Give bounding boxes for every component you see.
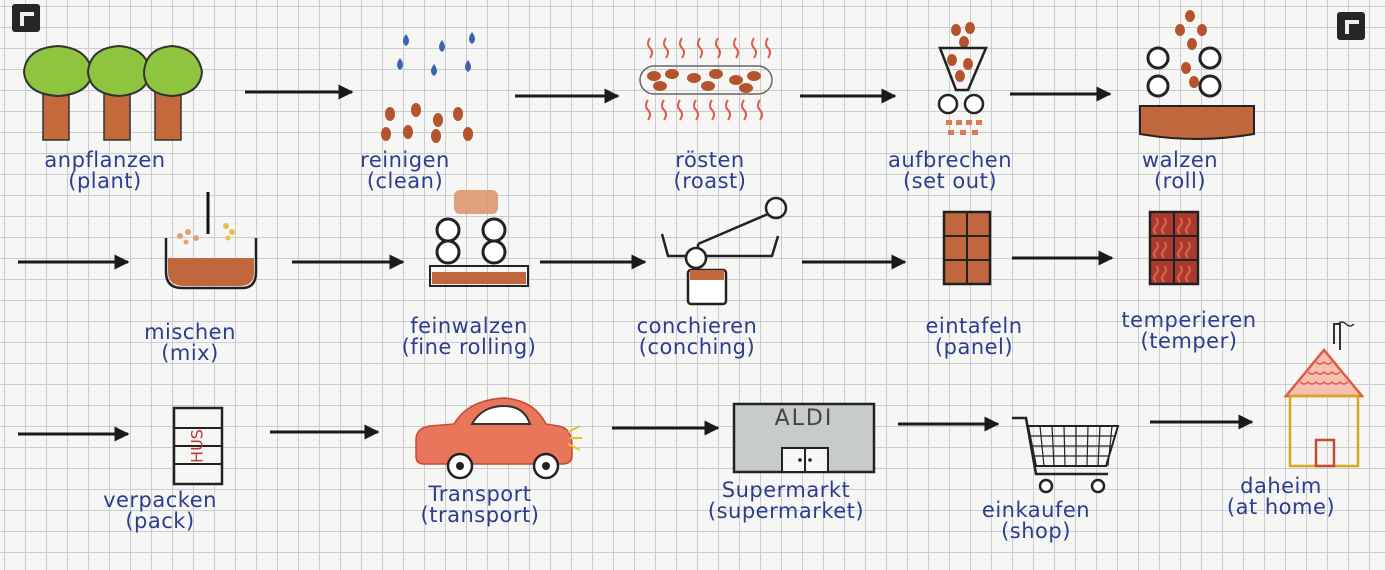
step-label-de: Transport bbox=[428, 482, 532, 506]
corner-marker-top-right bbox=[1337, 12, 1365, 40]
step-caption-panel: eintafeln (panel) bbox=[884, 316, 1064, 358]
step-label-de: rösten bbox=[675, 148, 745, 172]
step-label-en: (shop) bbox=[1001, 519, 1071, 543]
step-caption-transport: Transport (transport) bbox=[380, 484, 580, 526]
packaged-bar-icon: HUS bbox=[172, 406, 224, 486]
roller-icon bbox=[1139, 10, 1255, 140]
step-label-de: reinigen bbox=[360, 148, 450, 172]
step-caption-mix: mischen (mix) bbox=[110, 322, 270, 364]
step-label-de: mischen bbox=[144, 320, 236, 344]
step-label-en: (at home) bbox=[1226, 495, 1336, 519]
step-caption-supermarket: Supermarkt (supermarket) bbox=[676, 480, 896, 522]
tempered-bar-icon bbox=[1148, 210, 1200, 286]
cracker-funnel-icon bbox=[937, 22, 988, 135]
step-caption-roast: rösten (roast) bbox=[640, 150, 780, 192]
step-label-en: (temper) bbox=[1140, 329, 1238, 353]
trees-icon bbox=[22, 44, 204, 141]
step-label-en: (set out) bbox=[902, 169, 998, 193]
step-label-en: (conching) bbox=[638, 335, 756, 359]
step-caption-fine-rolling: feinwalzen (fine rolling) bbox=[364, 316, 574, 358]
step-caption-at-home: daheim (at home) bbox=[1196, 476, 1366, 518]
step-label-de: einkaufen bbox=[981, 498, 1091, 522]
step-caption-shop: einkaufen (shop) bbox=[946, 500, 1126, 542]
step-label-de: verpacken bbox=[103, 488, 217, 512]
step-label-en: (supermarket) bbox=[707, 499, 865, 523]
step-caption-clean: reinigen (clean) bbox=[330, 150, 480, 192]
step-label-de: eintafeln bbox=[925, 314, 1023, 338]
step-label-de: aufbrechen bbox=[887, 148, 1013, 172]
step-label-en: (transport) bbox=[420, 503, 540, 527]
step-label-de: conchieren bbox=[636, 314, 758, 338]
chocolate-bar-icon bbox=[942, 210, 992, 286]
step-label-de: feinwalzen bbox=[410, 314, 528, 338]
step-caption-plant: anpflanzen (plant) bbox=[0, 150, 210, 192]
shopping-cart-icon bbox=[1012, 416, 1120, 494]
supermarket-icon: ALDI bbox=[732, 402, 876, 474]
step-label-de: walzen bbox=[1141, 148, 1219, 172]
step-caption-pack: verpacken (pack) bbox=[60, 490, 260, 532]
step-label-de: Supermarkt bbox=[721, 478, 851, 502]
step-label-en: (fine rolling) bbox=[401, 335, 537, 359]
mixing-bowl-icon bbox=[164, 192, 258, 290]
step-label-en: (panel) bbox=[934, 335, 1014, 359]
step-label-en: (mix) bbox=[161, 341, 219, 365]
house-icon bbox=[1283, 321, 1365, 468]
step-caption-conching: conchieren (conching) bbox=[602, 316, 792, 358]
supermarket-sign: ALDI bbox=[774, 406, 834, 431]
step-caption-roll: walzen (roll) bbox=[1110, 150, 1250, 192]
step-label-en: (plant) bbox=[68, 169, 142, 193]
step-label-de: anpflanzen bbox=[44, 148, 166, 172]
step-caption-set-out: aufbrechen (set out) bbox=[852, 150, 1048, 192]
roasting-tray-icon bbox=[639, 37, 773, 121]
water-drops-beans-icon bbox=[381, 32, 475, 143]
step-label-en: (clean) bbox=[366, 169, 444, 193]
step-caption-temper: temperieren (temper) bbox=[1084, 310, 1294, 352]
conche-machine-icon bbox=[660, 196, 788, 306]
step-label-en: (roll) bbox=[1153, 169, 1207, 193]
corner-marker-top-left bbox=[12, 4, 40, 32]
step-label-de: daheim bbox=[1240, 474, 1322, 498]
step-label-en: (pack) bbox=[125, 509, 195, 533]
step-label-de: temperieren bbox=[1121, 308, 1257, 332]
fine-roller-icon bbox=[429, 190, 529, 287]
step-label-en: (roast) bbox=[673, 169, 747, 193]
car-icon bbox=[415, 397, 582, 480]
package-label: HUS bbox=[188, 429, 207, 463]
